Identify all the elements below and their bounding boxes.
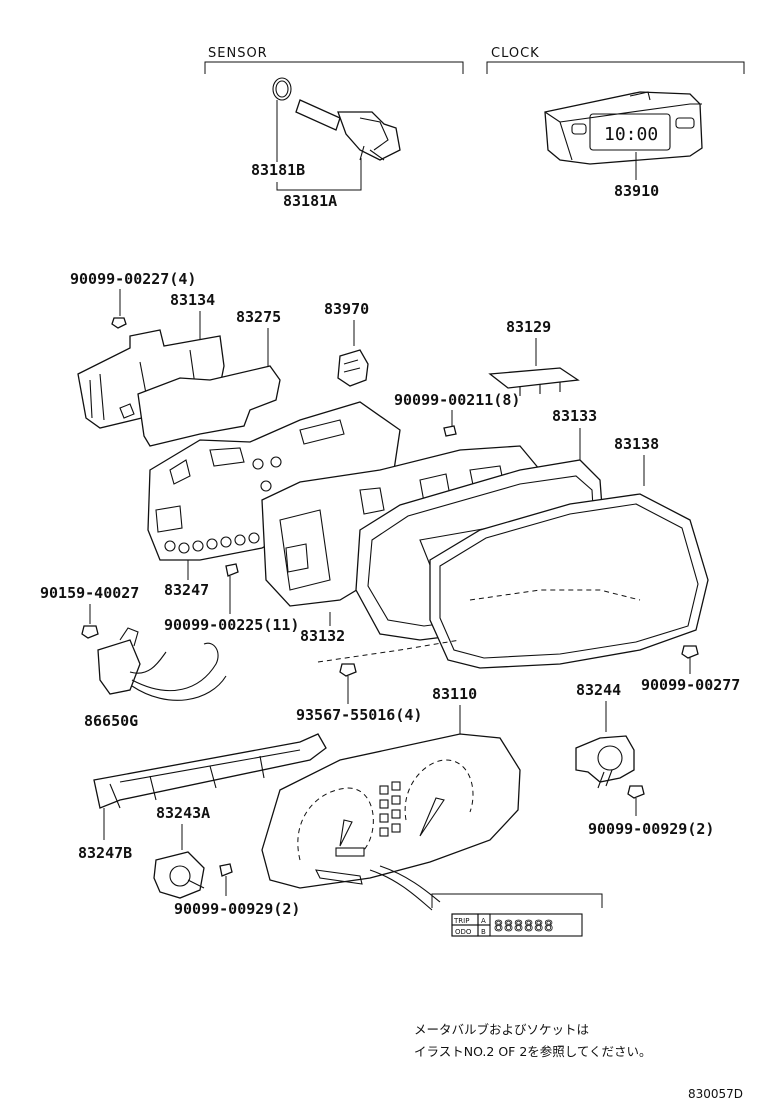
screw-icon bbox=[81, 625, 99, 639]
speed-sensor-illustration bbox=[272, 77, 401, 161]
part-83243A[interactable]: 83243A bbox=[156, 804, 210, 822]
diagram-code: 830057D bbox=[688, 1087, 743, 1101]
part-83181B[interactable]: 83181B bbox=[251, 161, 305, 179]
harness-86650G-illustration bbox=[97, 627, 227, 701]
odometer-bracket bbox=[431, 893, 603, 908]
part-83275[interactable]: 83275 bbox=[236, 308, 281, 326]
screw-icon bbox=[225, 563, 239, 577]
clock-header: CLOCK bbox=[491, 46, 540, 61]
part-90159-40027[interactable]: 90159-40027 bbox=[40, 584, 139, 602]
part-86650G[interactable]: 86650G bbox=[84, 712, 138, 730]
sensor-bracket bbox=[204, 61, 464, 74]
leader-83181A bbox=[276, 158, 362, 191]
part-83129[interactable]: 83129 bbox=[506, 318, 551, 336]
screw-icon bbox=[681, 645, 699, 659]
part-83110[interactable]: 83110 bbox=[432, 685, 477, 703]
switch-83244-illustration bbox=[575, 735, 635, 789]
sheet-83275-illustration bbox=[137, 365, 281, 447]
case-83247-illustration bbox=[147, 401, 401, 561]
part-83247[interactable]: 83247 bbox=[164, 581, 209, 599]
part-90099-00929-left[interactable]: 90099-00929(2) bbox=[174, 900, 300, 918]
bulb-socket-83970-illustration bbox=[337, 349, 369, 387]
part-90099-00227[interactable]: 90099-00227(4) bbox=[70, 270, 196, 288]
odometer-a-label: A bbox=[481, 917, 486, 925]
sensor-header: SENSOR bbox=[208, 46, 268, 61]
screw-icon bbox=[111, 317, 127, 329]
screw-icon bbox=[339, 663, 357, 677]
note-line-2: イラストNO.2 OF 2を参照してください。 bbox=[414, 1044, 652, 1059]
screw-icon bbox=[443, 425, 457, 437]
part-90099-00929-right[interactable]: 90099-00929(2) bbox=[588, 820, 714, 838]
odometer-display bbox=[451, 913, 583, 937]
dashed-alignment bbox=[317, 639, 461, 663]
part-90099-00277[interactable]: 90099-00277 bbox=[641, 676, 740, 694]
part-83244[interactable]: 83244 bbox=[576, 681, 621, 699]
clock-illustration bbox=[544, 91, 703, 165]
part-83181A[interactable]: 83181A bbox=[283, 192, 337, 210]
part-93567-55016[interactable]: 93567-55016(4) bbox=[296, 706, 422, 724]
part-90099-00225[interactable]: 90099-00225(11) bbox=[164, 616, 299, 634]
part-83970[interactable]: 83970 bbox=[324, 300, 369, 318]
odometer-odo-label: ODO bbox=[455, 928, 472, 936]
meter-dial-83110-illustration bbox=[261, 733, 521, 911]
switch-83243A-illustration bbox=[153, 851, 205, 899]
odometer-digits: 888888 bbox=[494, 917, 554, 935]
plate-83247B-illustration bbox=[93, 733, 327, 809]
screw-icon bbox=[627, 785, 645, 799]
clock-time-display: 10:00 bbox=[604, 124, 658, 145]
clock-bracket bbox=[486, 61, 745, 74]
bracket-83129-illustration bbox=[488, 367, 580, 396]
part-90099-00211[interactable]: 90099-00211(8) bbox=[394, 391, 520, 409]
odometer-trip-label: TRIP bbox=[453, 917, 469, 925]
part-83138[interactable]: 83138 bbox=[614, 435, 659, 453]
lens-83138-illustration bbox=[429, 493, 709, 669]
odometer-b-label: B bbox=[481, 928, 486, 936]
part-83134[interactable]: 83134 bbox=[170, 291, 215, 309]
part-83132[interactable]: 83132 bbox=[300, 627, 345, 645]
part-83910[interactable]: 83910 bbox=[614, 182, 659, 200]
part-83247B[interactable]: 83247B bbox=[78, 844, 132, 862]
note-line-1: メータバルブおよびソケットは bbox=[414, 1022, 589, 1037]
part-83133[interactable]: 83133 bbox=[552, 407, 597, 425]
screw-icon bbox=[219, 863, 233, 877]
